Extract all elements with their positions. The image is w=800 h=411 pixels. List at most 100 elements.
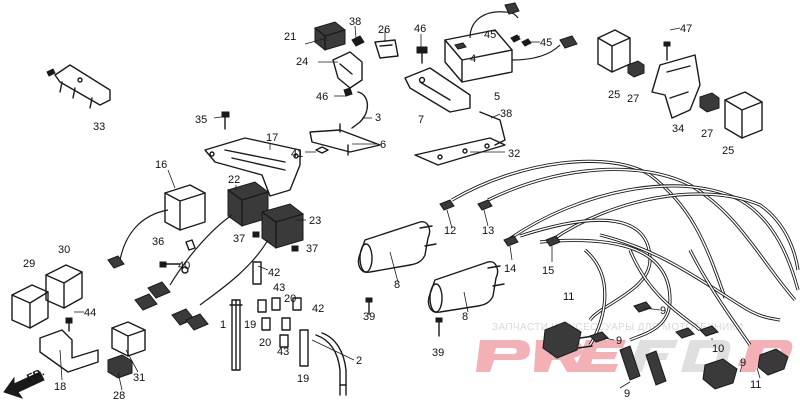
- callout-23: 23: [309, 215, 321, 227]
- callout-36: 36: [152, 236, 164, 248]
- callout-15: 15: [542, 265, 554, 277]
- nut-41: [315, 146, 329, 154]
- clip-26: [374, 39, 399, 59]
- callout-10: 10: [712, 343, 724, 355]
- connector-28: [107, 354, 133, 379]
- callout-7: 7: [418, 114, 424, 126]
- callout-41: 41: [291, 148, 303, 160]
- callout-5: 5: [494, 91, 500, 103]
- bolt-46-top: [416, 46, 428, 64]
- cover-17: [204, 137, 301, 197]
- callout-35: 35: [195, 114, 207, 126]
- callout-46: 46: [316, 91, 328, 103]
- callout-42: 42: [312, 303, 324, 315]
- callout-8: 8: [462, 311, 468, 323]
- callout-12: 12: [444, 225, 456, 237]
- callout-4: 4: [470, 53, 476, 65]
- module-harness: [469, 2, 578, 61]
- bolt-38-top: [351, 35, 365, 47]
- screws-36-37-40: [159, 231, 299, 274]
- bracket-34: [651, 41, 701, 119]
- bracket-24: [332, 51, 363, 89]
- callout-numbers: 21 38 26 46 45 45 47 24 4 5 25 27 46 3 7…: [23, 16, 761, 402]
- relay-27-upper: [627, 60, 645, 78]
- callout-2: 2: [356, 355, 362, 367]
- hose-2: [315, 332, 347, 396]
- callout-43: 43: [273, 282, 285, 294]
- callout-18: 18: [54, 381, 66, 393]
- coil-22: [134, 181, 269, 311]
- callout-29: 29: [23, 258, 35, 270]
- coil-8-lower: [427, 261, 505, 337]
- callout-9: 9: [624, 388, 630, 400]
- connector-31: [111, 321, 146, 357]
- callout-40: 40: [178, 260, 190, 272]
- callout-9: 9: [616, 335, 622, 347]
- watermark-caption: ЗАПЧАСТИ И АКСЕССУАРЫ ДЛЯ МОТОТЕХНИКИ: [492, 322, 743, 333]
- callout-37: 37: [233, 233, 245, 245]
- cap-21: [314, 21, 346, 51]
- callout-42: 42: [268, 267, 280, 279]
- callout-34: 34: [672, 123, 684, 135]
- callout-32: 32: [508, 148, 520, 160]
- direction-label: FR.: [25, 366, 46, 384]
- relay-27-lower: [699, 92, 720, 113]
- bracket-33: [46, 64, 111, 109]
- coil-23: [171, 203, 304, 331]
- callout-46: 46: [414, 23, 426, 35]
- module-4: [444, 29, 513, 83]
- callout-37: 37: [306, 243, 318, 255]
- callout-21: 21: [284, 31, 296, 43]
- callout-45: 45: [540, 37, 552, 49]
- callout-6: 6: [380, 139, 386, 151]
- callout-20: 20: [284, 293, 296, 305]
- callout-24: 24: [296, 56, 308, 68]
- callout-38: 38: [349, 16, 361, 28]
- bracket-7: [404, 67, 471, 113]
- callout-27: 27: [701, 128, 713, 140]
- callout-11: 11: [563, 291, 574, 303]
- cover-29: [11, 284, 49, 329]
- coil-16: [107, 184, 206, 269]
- tube-19-20-42-43: [252, 261, 309, 367]
- callout-16: 16: [155, 159, 167, 171]
- terminals-12-15: [439, 199, 561, 247]
- callout-39: 39: [432, 347, 444, 359]
- callout-33: 33: [93, 121, 105, 133]
- callout-11: 11: [750, 379, 761, 391]
- bracket-6: [309, 123, 381, 156]
- callout-47: 47: [680, 23, 692, 35]
- callout-25: 25: [722, 145, 734, 157]
- bolt-35: [221, 111, 230, 130]
- callout-28: 28: [113, 390, 125, 402]
- callout-39: 39: [363, 311, 375, 323]
- spark-plug-wire-harness: [451, 159, 800, 346]
- callout-38: 38: [500, 108, 512, 120]
- relay-25-upper: [597, 29, 631, 73]
- callout-19: 19: [297, 373, 309, 385]
- leader-lines: [59, 25, 761, 391]
- callout-14: 14: [504, 263, 516, 275]
- callout-27: 27: [627, 93, 639, 105]
- cover-30: [45, 264, 83, 309]
- callout-8: 8: [394, 279, 400, 291]
- bracket-38-32: [414, 111, 506, 166]
- front-direction-arrow: FR.: [3, 366, 46, 399]
- rod-3: [343, 87, 368, 129]
- callout-19: 19: [244, 319, 256, 331]
- callout-17: 17: [266, 132, 278, 144]
- callout-9: 9: [740, 357, 746, 369]
- callout-43: 43: [277, 346, 289, 358]
- coil-8-upper: [357, 221, 437, 315]
- callout-9: 9: [660, 305, 666, 317]
- bracket-18: [39, 317, 99, 373]
- callout-3: 3: [375, 112, 381, 124]
- callout-22: 22: [228, 174, 240, 186]
- callout-30: 30: [58, 244, 70, 256]
- callout-20: 20: [259, 337, 271, 349]
- relay-25-lower: [724, 91, 763, 139]
- callout-13: 13: [482, 225, 494, 237]
- callout-26: 26: [378, 24, 390, 36]
- hose-1: [229, 299, 243, 371]
